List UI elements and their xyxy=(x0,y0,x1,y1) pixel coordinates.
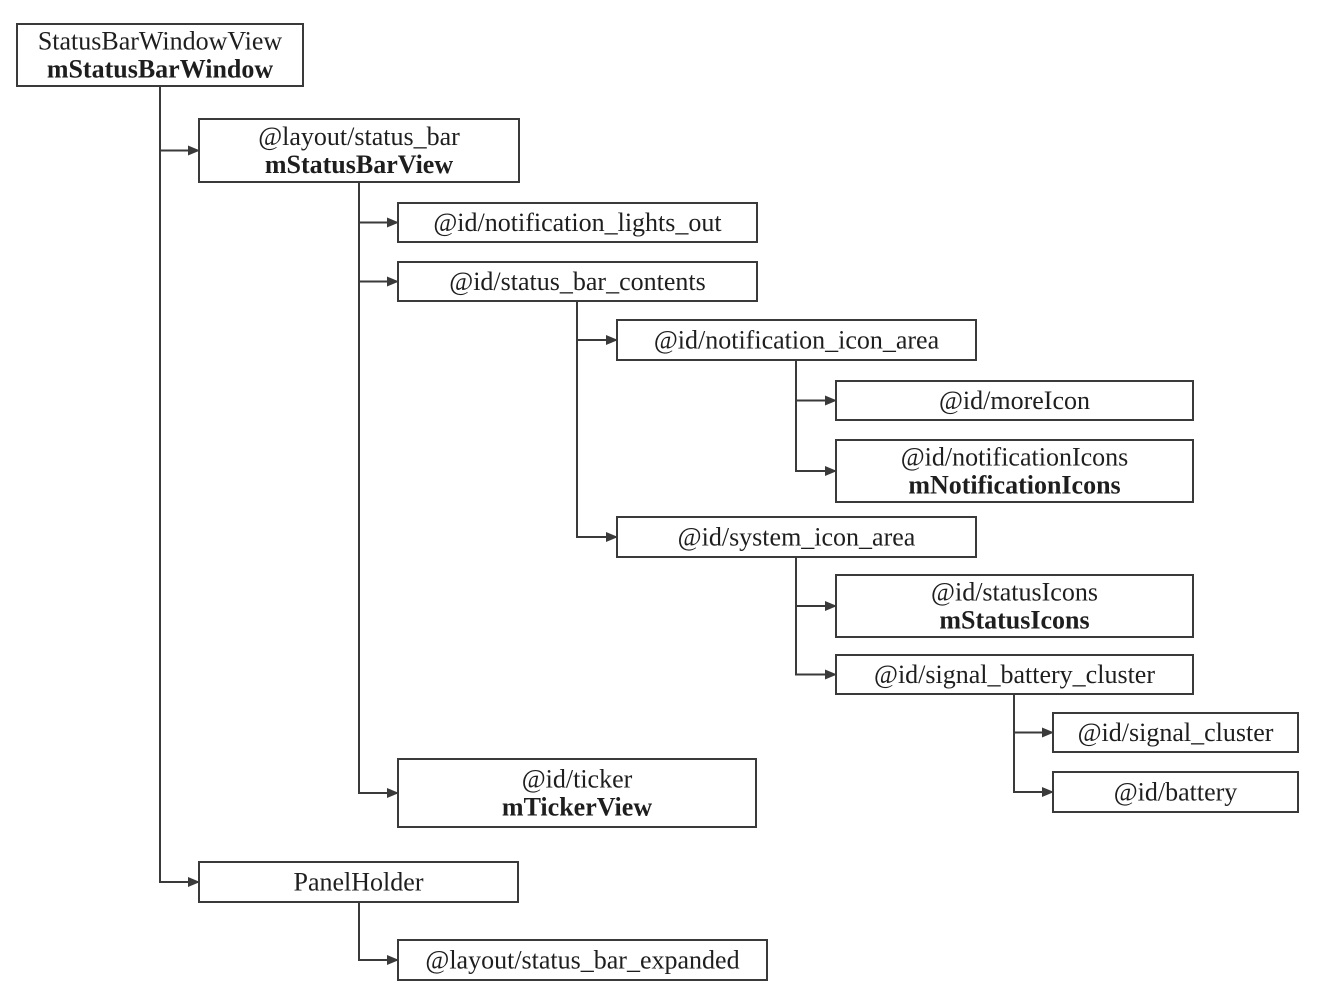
node-id-label: @id/notificationIcons xyxy=(901,443,1129,472)
edge-status-bar-contents-to-system-icon-area xyxy=(576,301,618,542)
edge-layout-status-bar-to-notification-lights-out xyxy=(358,182,399,228)
node-id-label: @id/notification_lights_out xyxy=(433,208,722,237)
edge-notification-icon-area-to-notification-icons xyxy=(795,360,837,476)
node-box xyxy=(835,654,1194,695)
node-panel-holder: PanelHolder xyxy=(198,861,519,903)
node-id-label: @id/signal_cluster xyxy=(1078,718,1274,747)
edge-status-bar-contents-to-notification-icon-area xyxy=(576,301,618,345)
node-id-label: @id/moreIcon xyxy=(939,386,1090,415)
node-battery: @id/battery xyxy=(1052,771,1299,813)
node-box xyxy=(1052,771,1299,813)
node-box xyxy=(16,23,304,87)
node-variable-label: mStatusBarView xyxy=(265,150,453,179)
node-signal-battery-cluster: @id/signal_battery_cluster xyxy=(835,654,1194,695)
edge-layout-status-bar-to-ticker xyxy=(358,182,399,798)
node-box xyxy=(835,380,1194,421)
node-status-bar-contents: @id/status_bar_contents xyxy=(397,261,758,302)
node-id-label: @id/battery xyxy=(1114,778,1238,807)
node-box xyxy=(397,261,758,302)
node-id-label: @id/ticker xyxy=(522,765,633,794)
node-id-label: @layout/status_bar_expanded xyxy=(425,946,739,975)
node-signal-cluster: @id/signal_cluster xyxy=(1052,712,1299,753)
node-id-label: @id/signal_battery_cluster xyxy=(874,660,1155,689)
edge-layout-status-bar-to-status-bar-contents xyxy=(358,182,399,287)
node-variable-label: mNotificationIcons xyxy=(908,471,1120,500)
connectors xyxy=(159,86,1054,965)
node-notification-lights-out: @id/notification_lights_out xyxy=(397,202,758,243)
edge-panel-holder-to-layout-status-bar-expanded xyxy=(358,902,399,965)
node-variable-label: mTickerView xyxy=(502,793,652,822)
node-box xyxy=(835,439,1194,503)
node-id-label: @id/notification_icon_area xyxy=(654,326,940,355)
edge-status-bar-window-view-to-layout-status-bar xyxy=(159,86,200,156)
edge-system-icon-area-to-signal-battery-cluster xyxy=(795,557,837,680)
node-box xyxy=(397,758,757,828)
node-box xyxy=(835,574,1194,638)
edge-notification-icon-area-to-more-icon xyxy=(795,360,837,406)
node-variable-label: mStatusBarWindow xyxy=(47,55,274,84)
node-box xyxy=(616,319,977,361)
node-id-label: @id/statusIcons xyxy=(931,578,1098,607)
edge-signal-battery-cluster-to-battery xyxy=(1013,694,1054,797)
node-box xyxy=(616,516,977,558)
node-id-label: @id/system_icon_area xyxy=(678,523,916,552)
node-box xyxy=(397,939,768,981)
node-box xyxy=(198,861,519,903)
edge-system-icon-area-to-status-icons xyxy=(795,557,837,611)
node-id-label: @id/status_bar_contents xyxy=(449,267,705,296)
edge-signal-battery-cluster-to-signal-cluster xyxy=(1013,694,1054,738)
node-layout-status-bar-expanded: @layout/status_bar_expanded xyxy=(397,939,768,981)
node-box xyxy=(1052,712,1299,753)
node-system-icon-area: @id/system_icon_area xyxy=(616,516,977,558)
node-id-label: StatusBarWindowView xyxy=(38,27,283,56)
node-notification-icon-area: @id/notification_icon_area xyxy=(616,319,977,361)
node-variable-label: mStatusIcons xyxy=(939,606,1089,635)
node-more-icon: @id/moreIcon xyxy=(835,380,1194,421)
edge-status-bar-window-view-to-panel-holder xyxy=(159,86,200,887)
node-id-label: PanelHolder xyxy=(294,868,424,897)
node-id-label: @layout/status_bar xyxy=(258,122,460,151)
node-box xyxy=(198,118,520,183)
node-box xyxy=(397,202,758,243)
